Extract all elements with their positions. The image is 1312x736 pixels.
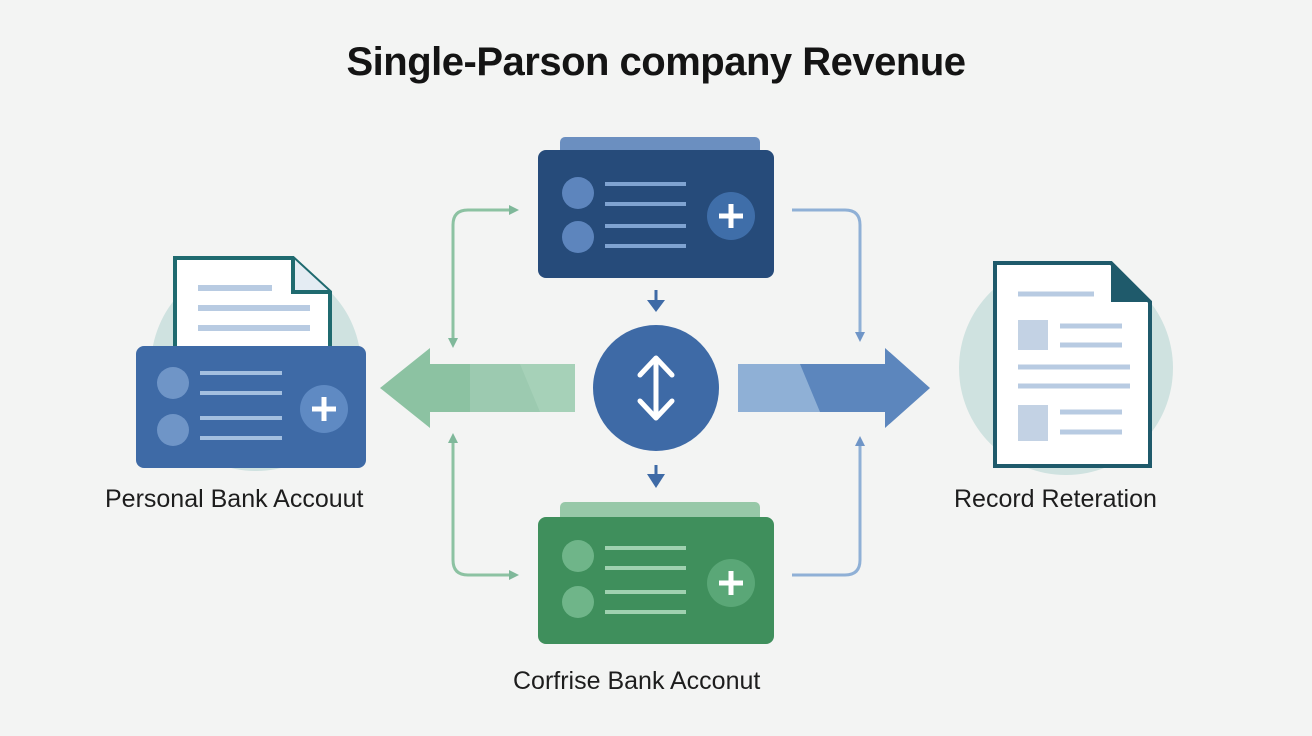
personal-account-label: Personal Bank Accouut [105,485,364,513]
personal-account-node [136,256,366,471]
bottom-card [538,502,774,644]
record-retention-node [959,261,1173,475]
down-arrow-bottom [647,465,665,488]
left-arrow-icon [380,348,575,428]
company-account-label: Corfrise Bank Acconut [513,667,761,695]
connector-top-left [448,205,519,348]
document-icon [993,261,1152,468]
plus-icon [707,559,755,607]
plus-icon [707,192,755,240]
right-arrow-icon [738,348,930,428]
plus-icon [300,385,348,433]
top-card [538,137,774,278]
up-down-arrows-icon [637,355,675,421]
down-arrow-top [647,290,665,312]
connector-bottom-left [448,433,519,580]
connector-top-right [792,208,865,342]
diagram-title: Single-Parson company Revenue [346,40,966,84]
record-retention-label: Record Reteration [954,485,1157,513]
document-icon [173,256,332,352]
center-exchange-node [593,325,719,451]
connector-bottom-right [792,436,865,577]
